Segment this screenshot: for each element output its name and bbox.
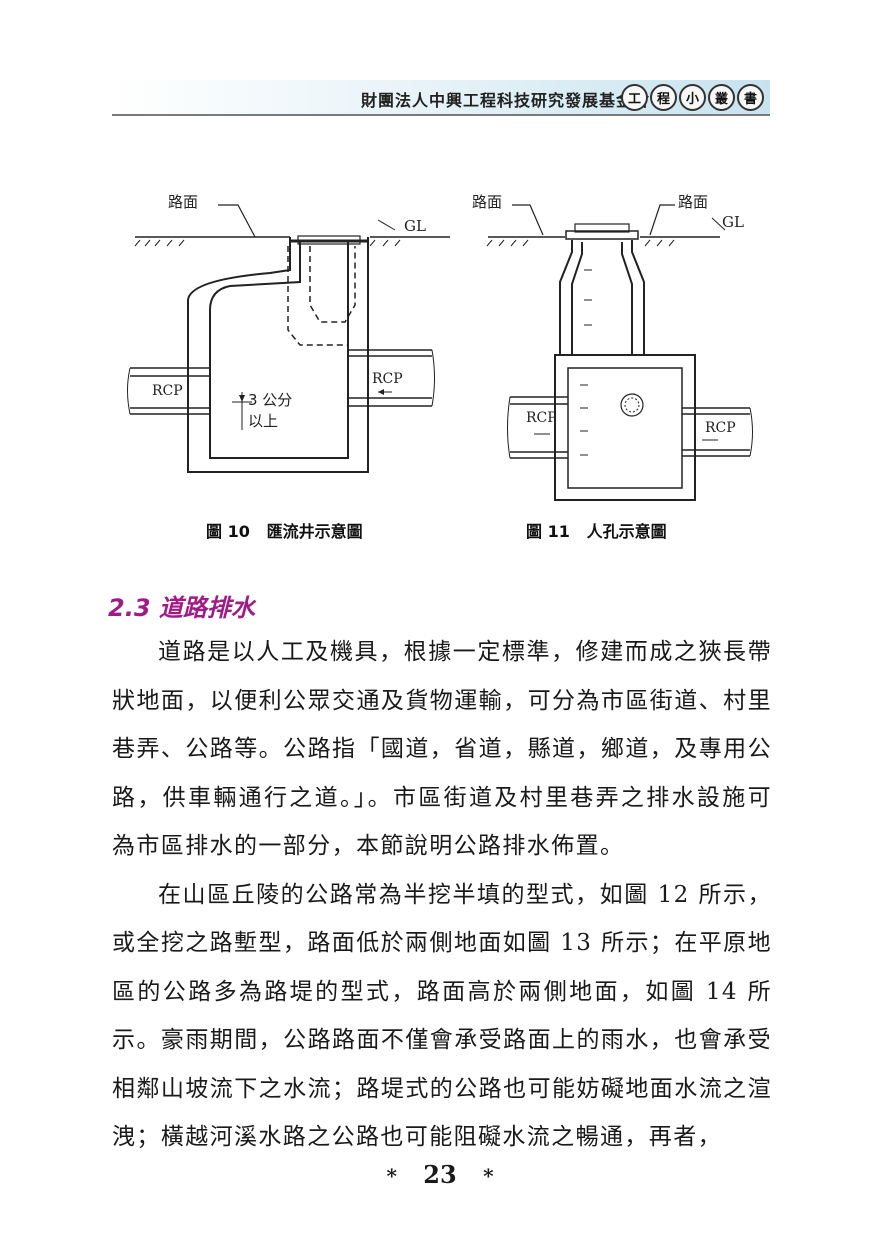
fig10-depth-label-1: 3 公分 — [248, 391, 292, 409]
header-band: 財團法人中興工程科技研究發展基金會 工 程 小 叢 書 — [112, 80, 770, 116]
caption-number: 圖 11 — [526, 522, 570, 541]
caption-text: 人孔示意圖 — [586, 522, 667, 541]
publisher-name: 財團法人中興工程科技研究發展基金會 — [360, 91, 650, 110]
caption-text: 匯流井示意圖 — [266, 522, 363, 541]
fig10-gl-label: GL — [404, 217, 426, 235]
fig11-road-left-label: 路面 — [472, 193, 502, 211]
fig10-depth-label-2: 以上 — [248, 412, 278, 430]
series-badge: 程 — [650, 84, 677, 111]
fig10-rcp-right: RCP — [372, 371, 403, 387]
figure-11-caption: 圖 11 人孔示意圖 — [526, 518, 667, 542]
section-number: 2.3 — [108, 594, 151, 622]
body-text: 道路是以人工及機具，根據一定標準，修建而成之狹長帶狀地面，以便利公眾交通及貨物運… — [112, 628, 772, 1162]
fig11-road-right-label: 路面 — [678, 193, 708, 211]
fig11-gl-label: GL — [722, 213, 744, 231]
figure-10-caption: 圖 10 匯流井示意圖 — [206, 518, 363, 542]
paragraph: 在山區丘陵的公路常為半挖半填的型式，如圖 12 所示，或全挖之路塹型，路面低於兩… — [112, 881, 772, 1151]
series-badge: 叢 — [708, 84, 735, 111]
page-number: 23 — [423, 1160, 457, 1189]
fig10-road-label: 路面 — [168, 193, 198, 211]
fig10-rcp-left: RCP — [152, 383, 183, 399]
footer-star: * — [386, 1164, 397, 1188]
caption-number: 圖 10 — [206, 522, 250, 541]
fig11-rcp-left: RCP — [526, 410, 557, 426]
figure-11-manhole — [486, 204, 753, 501]
section-heading: 2.3 道路排水 — [108, 588, 255, 623]
series-badge: 小 — [679, 84, 706, 111]
series-badge: 書 — [737, 84, 764, 111]
paragraph: 道路是以人工及機具，根據一定標準，修建而成之狹長帶狀地面，以便利公眾交通及貨物運… — [112, 639, 772, 859]
series-badges: 工 程 小 叢 書 — [621, 84, 764, 111]
series-badge: 工 — [621, 84, 648, 111]
page-footer: * 23 * — [0, 1160, 880, 1189]
fig11-rcp-right: RCP — [705, 420, 736, 436]
figures-drawing: 路面 GL RCP RCP 3 公分 以上 路面 — [127, 193, 753, 501]
section-title: 道路排水 — [158, 594, 255, 622]
figure-10-catch-basin — [127, 204, 450, 473]
footer-star: * — [483, 1164, 494, 1188]
